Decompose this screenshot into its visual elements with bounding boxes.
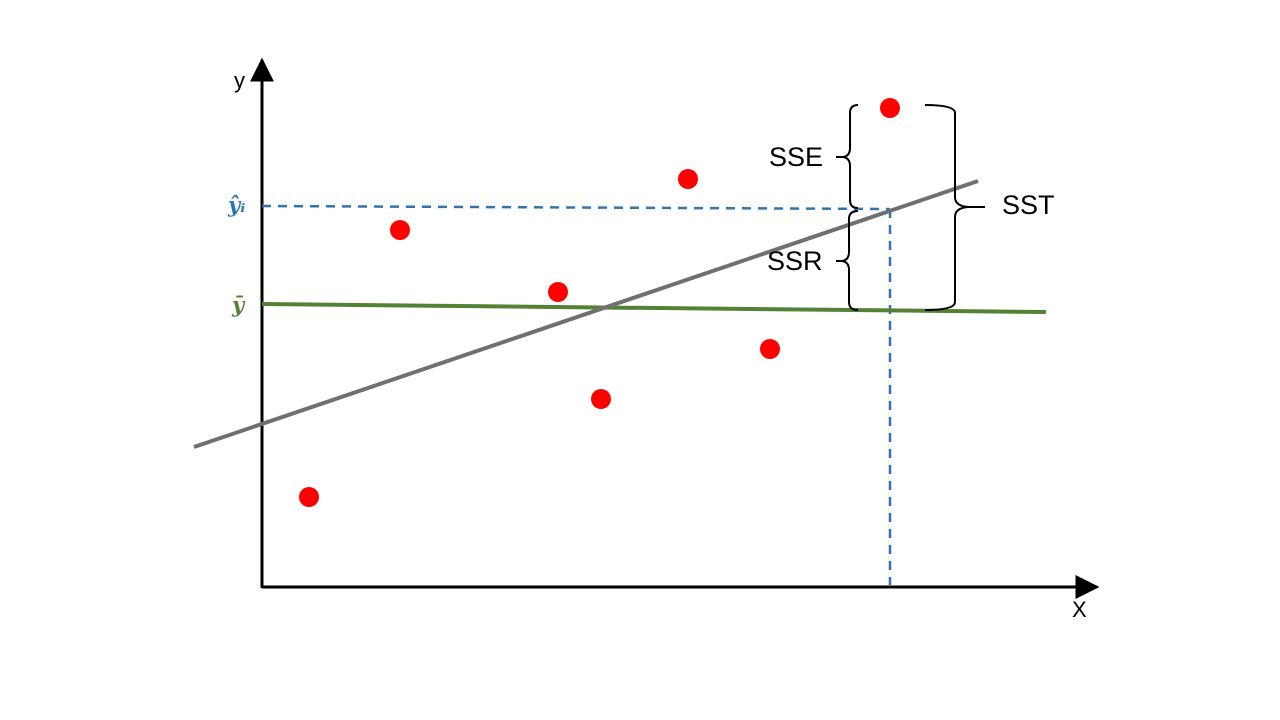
x-axis-label: X	[1072, 597, 1087, 622]
data-point	[678, 169, 698, 189]
data-point	[880, 98, 900, 118]
data-point	[299, 487, 319, 507]
y-hat-guide-line	[261, 204, 891, 211]
mean-line	[261, 302, 1047, 314]
y-hat-label: ŷᵢ	[227, 192, 245, 217]
sse-brace	[842, 104, 859, 209]
sse-label: SSE	[769, 142, 823, 172]
sst-brace	[924, 104, 969, 311]
data-point	[760, 339, 780, 359]
y-axis-label: y	[234, 68, 245, 93]
ssr-label: SSR	[767, 246, 823, 276]
regression-line	[193, 179, 979, 449]
data-point	[390, 220, 410, 240]
sst-label: SST	[1002, 190, 1055, 220]
y-bar-label: ȳ	[231, 292, 246, 317]
data-point	[548, 282, 568, 302]
data-point	[591, 389, 611, 409]
